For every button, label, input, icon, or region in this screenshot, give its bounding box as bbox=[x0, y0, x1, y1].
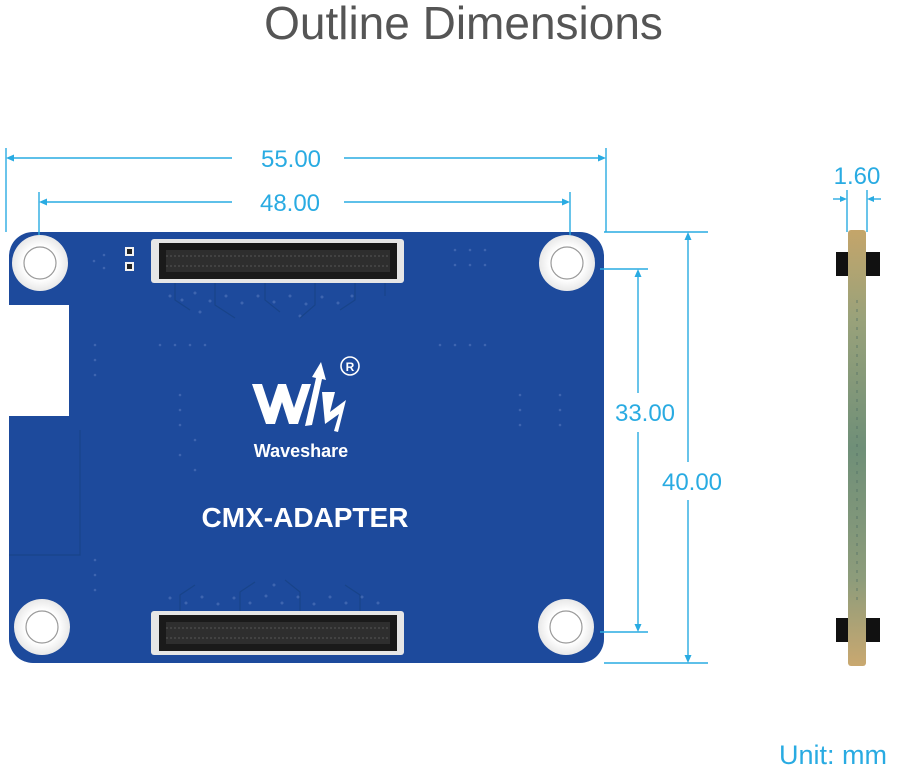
mounting-hole-top-left bbox=[12, 235, 68, 291]
pcb-board: R Waveshare CMX-ADAPTER bbox=[9, 232, 604, 663]
connector-top bbox=[151, 239, 404, 283]
smd-components bbox=[125, 247, 134, 271]
page-title: Outline Dimensions bbox=[264, 0, 663, 49]
mounting-hole-bottom-right bbox=[538, 599, 594, 655]
thickness-value: 1.60 bbox=[834, 163, 881, 190]
via-pattern bbox=[92, 248, 562, 606]
connector-bottom bbox=[151, 611, 404, 655]
registered-mark-icon bbox=[340, 356, 360, 376]
mounting-hole-top-right bbox=[539, 235, 595, 291]
mounting-hole-bottom-left bbox=[14, 599, 70, 655]
dimension-total-width: 55.00 bbox=[5, 146, 607, 232]
unit-label: Unit: mm bbox=[779, 740, 887, 770]
dimension-hole-height: 33.00 bbox=[600, 268, 675, 633]
trace-pattern bbox=[9, 283, 386, 611]
product-label: CMX-ADAPTER bbox=[202, 502, 409, 533]
registered-mark: R bbox=[346, 360, 355, 374]
brand-label: Waveshare bbox=[254, 441, 348, 461]
dimension-thickness: 1.60 bbox=[833, 163, 881, 232]
waveshare-logo: R Waveshare bbox=[252, 356, 360, 461]
total-width-value: 55.00 bbox=[261, 146, 321, 173]
side-view-board bbox=[836, 230, 880, 666]
hole-height-value: 33.00 bbox=[615, 400, 675, 427]
dimension-hole-width: 48.00 bbox=[38, 190, 571, 235]
total-height-value: 40.00 bbox=[662, 469, 722, 496]
dimension-total-height: 40.00 bbox=[604, 231, 722, 664]
hole-width-value: 48.00 bbox=[260, 190, 320, 217]
label-pad bbox=[9, 305, 69, 416]
